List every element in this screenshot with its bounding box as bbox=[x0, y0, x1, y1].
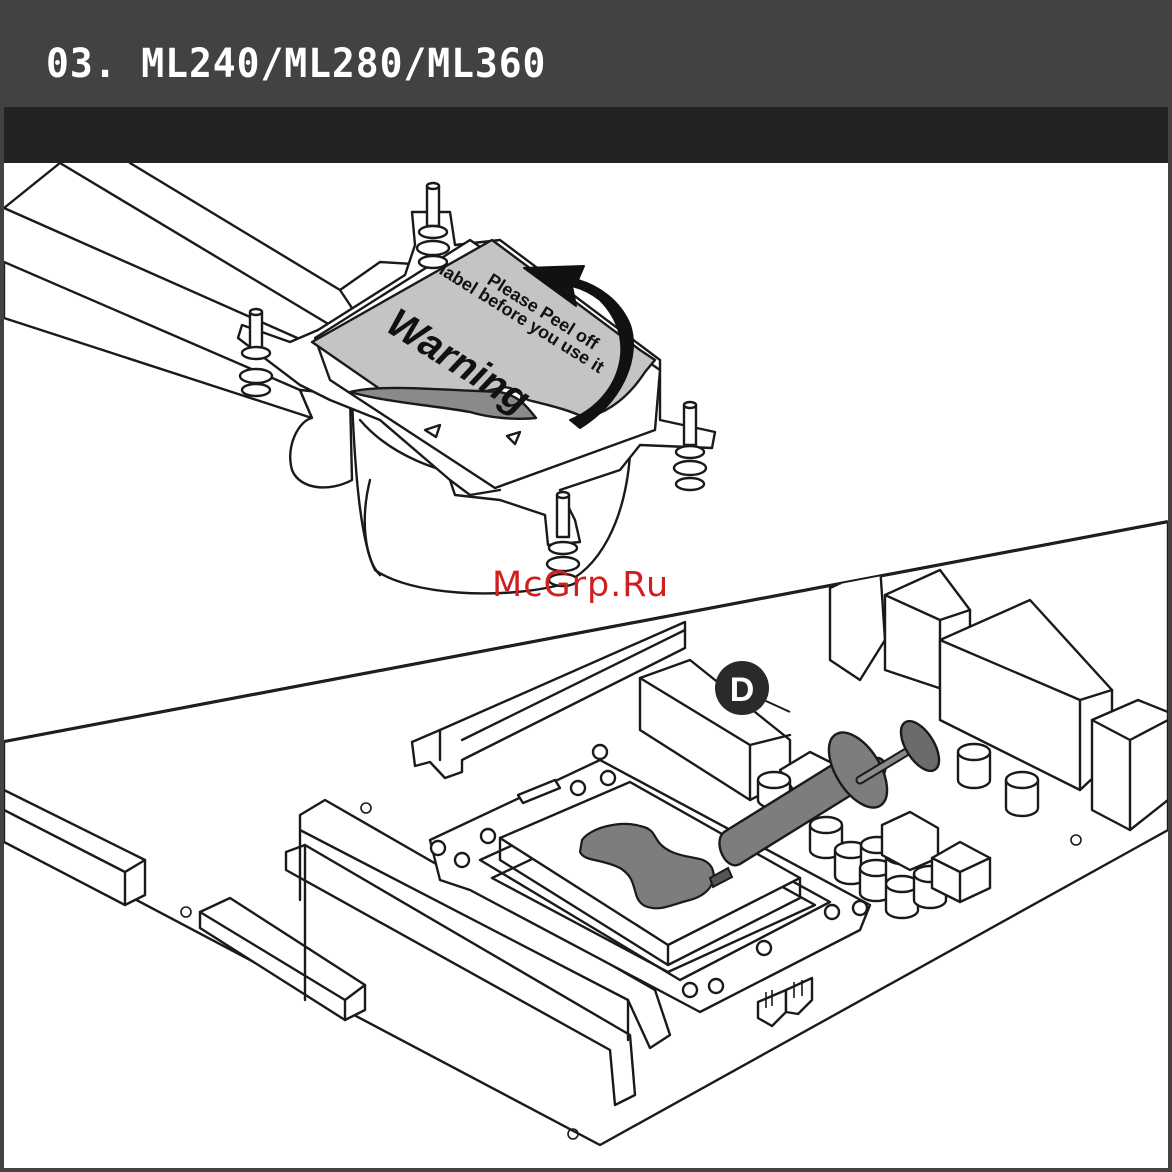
motherboard bbox=[4, 522, 1168, 1145]
callout-d-label: D bbox=[730, 671, 755, 709]
watermark: McGrp.Ru bbox=[492, 565, 669, 605]
radiator-tubes bbox=[4, 163, 352, 487]
